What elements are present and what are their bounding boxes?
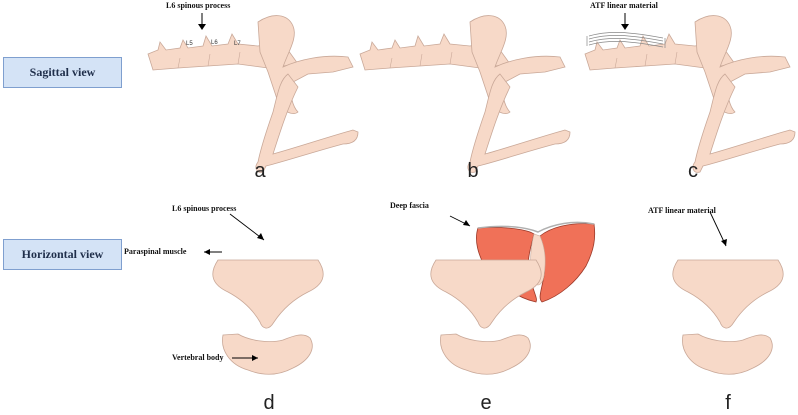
panel-letter-b: b	[467, 160, 479, 182]
label-atf-linear-material-top: ATF linear material	[590, 1, 658, 10]
atf-linear-strands	[586, 32, 666, 48]
panel-letter-f: f	[725, 392, 731, 414]
panel-c-drawing	[584, 15, 796, 173]
panel-letter-c: c	[688, 160, 698, 182]
vertebra-label-l6: L6	[211, 40, 218, 46]
vertebra-label-l7: L7	[234, 41, 241, 47]
panel-b-drawing	[359, 15, 571, 173]
label-l6-spinous-process-bottom: L6 spinous process	[172, 204, 237, 213]
label-atf-linear-material-bottom: ATF linear material	[648, 206, 716, 215]
panel-a-drawing	[147, 15, 359, 173]
panel-letter-a: a	[254, 160, 266, 182]
sagittal-view-label: Sagittal view	[3, 57, 122, 88]
label-paraspinal-muscle: Paraspinal muscle	[124, 247, 187, 256]
horizontal-view-label: Horizontal view	[3, 239, 122, 270]
panel-d-drawing	[212, 221, 596, 375]
vertebra-label-l5: L5	[186, 41, 193, 47]
label-l6-spinous-process-top: L6 spinous process	[166, 1, 231, 10]
label-deep-fascia: Deep fascia	[390, 201, 429, 210]
panel-letter-e: e	[480, 392, 492, 414]
panel-f-drawing	[672, 259, 784, 375]
label-vertebral-body: Vertebral body	[172, 353, 224, 362]
panel-letter-d: d	[263, 392, 275, 414]
